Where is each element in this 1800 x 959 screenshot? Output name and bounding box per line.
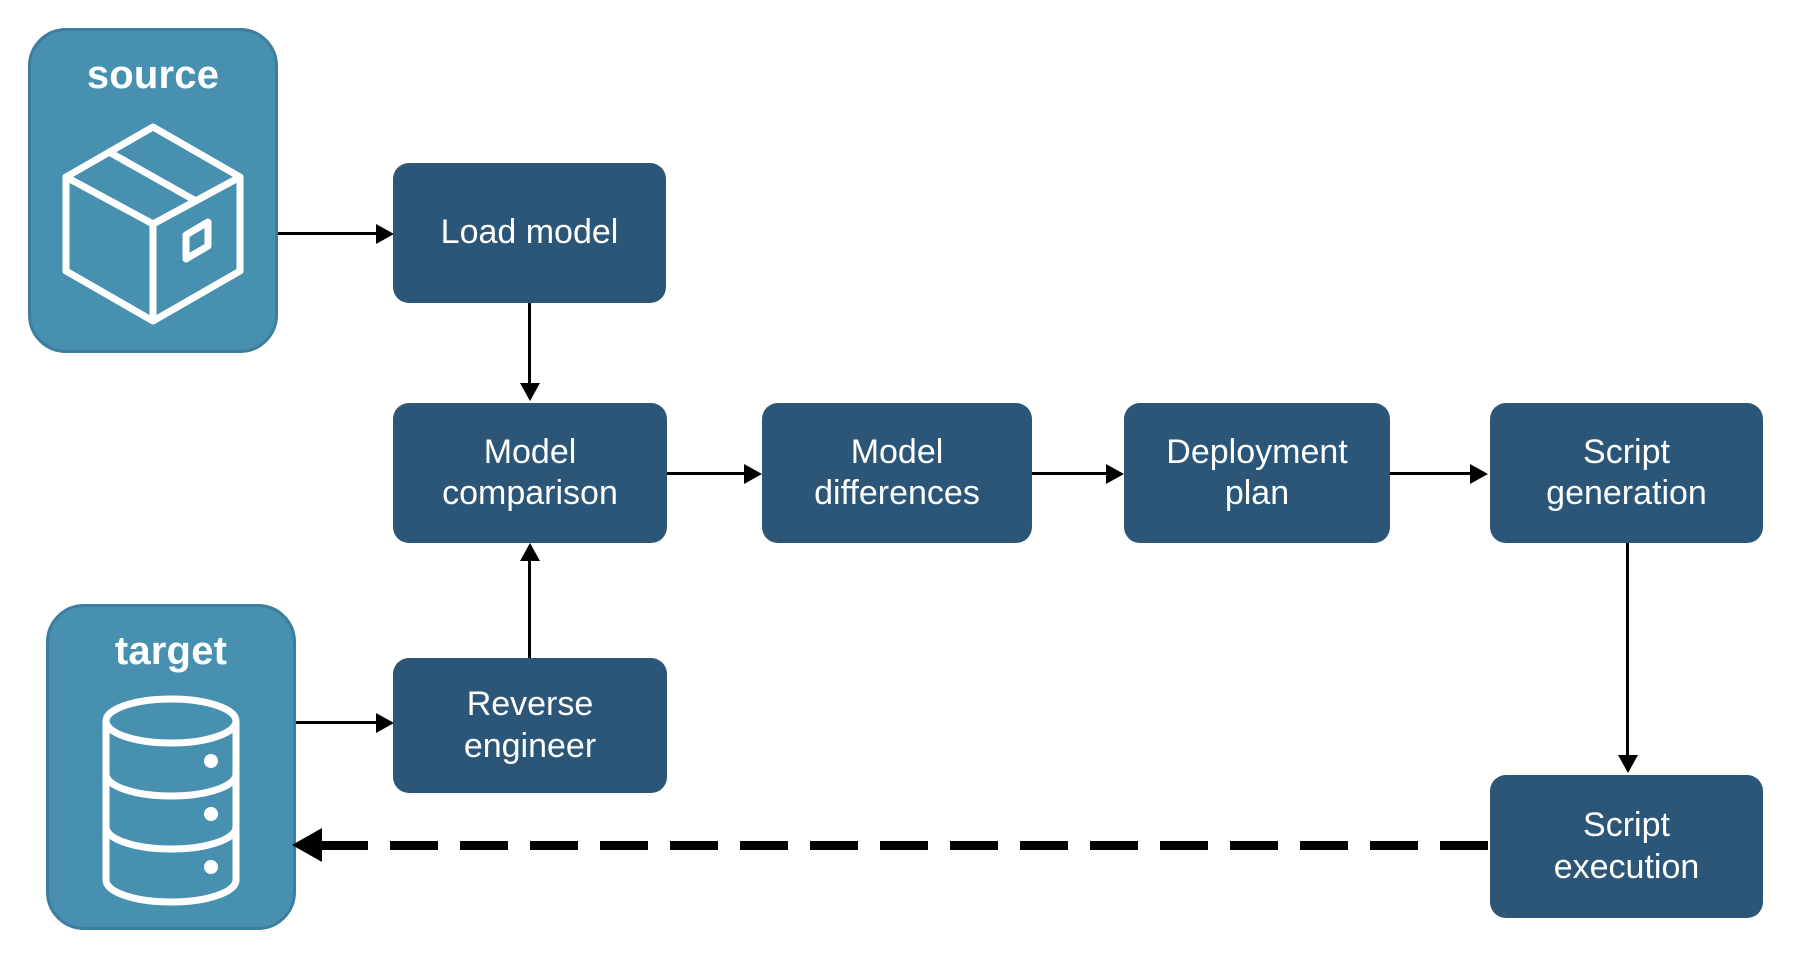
- arrowhead-script-generation-to-script-execution: [1618, 755, 1638, 773]
- arrowhead-target-to-reverse-engineer: [376, 713, 394, 733]
- arrowhead-model-differences-to-deployment-plan: [1106, 464, 1124, 484]
- arrowhead-source-to-load-model: [376, 224, 394, 244]
- node-source[interactable]: source: [28, 28, 278, 353]
- node-target-label: target: [114, 629, 228, 673]
- database-cylinder-icon: [49, 673, 293, 927]
- edge-model-comparison-to-model-differences: [667, 472, 746, 475]
- edge-model-differences-to-deployment-plan: [1032, 472, 1108, 475]
- node-source-label: source: [86, 53, 220, 97]
- edge-script-generation-to-script-execution: [1626, 543, 1629, 757]
- arrowhead-model-comparison-to-model-differences: [744, 464, 762, 484]
- node-load-model[interactable]: Load model: [393, 163, 666, 303]
- edge-script-execution-to-target: [320, 841, 1492, 850]
- edge-deployment-plan-to-script-generation: [1390, 472, 1472, 475]
- edge-target-to-reverse-engineer: [296, 721, 378, 724]
- edge-source-to-load-model: [278, 232, 378, 235]
- arrowhead-reverse-engineer-to-model-comparison: [520, 543, 540, 561]
- node-load-model-label: Load model: [440, 213, 619, 252]
- arrowhead-load-model-to-model-comparison: [520, 383, 540, 401]
- arrowhead-deployment-plan-to-script-generation: [1470, 464, 1488, 484]
- edge-load-model-to-model-comparison: [528, 303, 531, 385]
- package-box-icon: [31, 97, 275, 350]
- node-target[interactable]: target: [46, 604, 296, 930]
- edge-reverse-engineer-to-model-comparison: [528, 561, 531, 658]
- arrowhead-script-execution-to-target: [292, 828, 322, 862]
